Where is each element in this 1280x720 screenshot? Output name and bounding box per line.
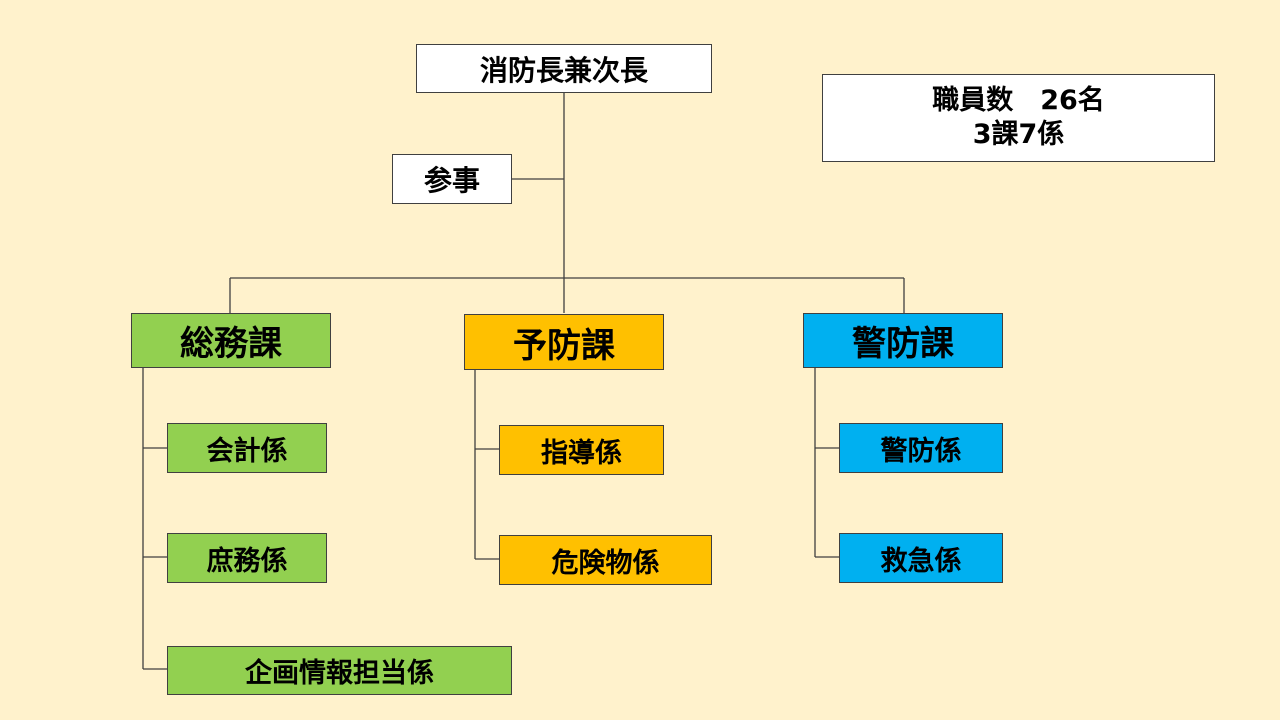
section-keibou-label: 警防係 <box>880 435 962 467</box>
division-keibou: 警防課 <box>803 313 1003 368</box>
section-kaikei-label: 会計係 <box>206 435 288 467</box>
section-kikenbutsu: 危険物係 <box>499 535 712 585</box>
section-kyukyu-label: 救急係 <box>880 545 962 577</box>
division-yobou: 予防課 <box>464 314 664 370</box>
division-count-line: 3課7係 <box>972 119 1065 150</box>
staff-count-box: 職員数 26名 3課7係 <box>822 74 1215 162</box>
division-soumu-label: 総務課 <box>180 324 282 364</box>
section-shidou-label: 指導係 <box>541 437 622 469</box>
section-shomu: 庶務係 <box>167 533 327 583</box>
chief-box: 消防長兼次長 <box>416 44 712 93</box>
staff-advisor-box: 参事 <box>392 154 512 204</box>
section-kikaku-label: 企画情報担当係 <box>245 658 434 689</box>
section-shidou: 指導係 <box>499 425 664 475</box>
division-keibou-label: 警防課 <box>852 324 954 364</box>
section-shomu-label: 庶務係 <box>206 545 288 577</box>
division-yobou-label: 予防課 <box>513 325 615 366</box>
staff-advisor-label: 参事 <box>423 164 480 197</box>
section-kikaku: 企画情報担当係 <box>167 646 512 695</box>
division-soumu: 総務課 <box>131 313 331 368</box>
chief-label: 消防長兼次長 <box>479 53 648 87</box>
section-kikenbutsu-label: 危険物係 <box>551 547 660 579</box>
staff-count-line: 職員数 26名 <box>932 85 1105 116</box>
section-kaikei: 会計係 <box>167 423 327 473</box>
section-kyukyu: 救急係 <box>839 533 1003 583</box>
section-keibou: 警防係 <box>839 423 1003 473</box>
